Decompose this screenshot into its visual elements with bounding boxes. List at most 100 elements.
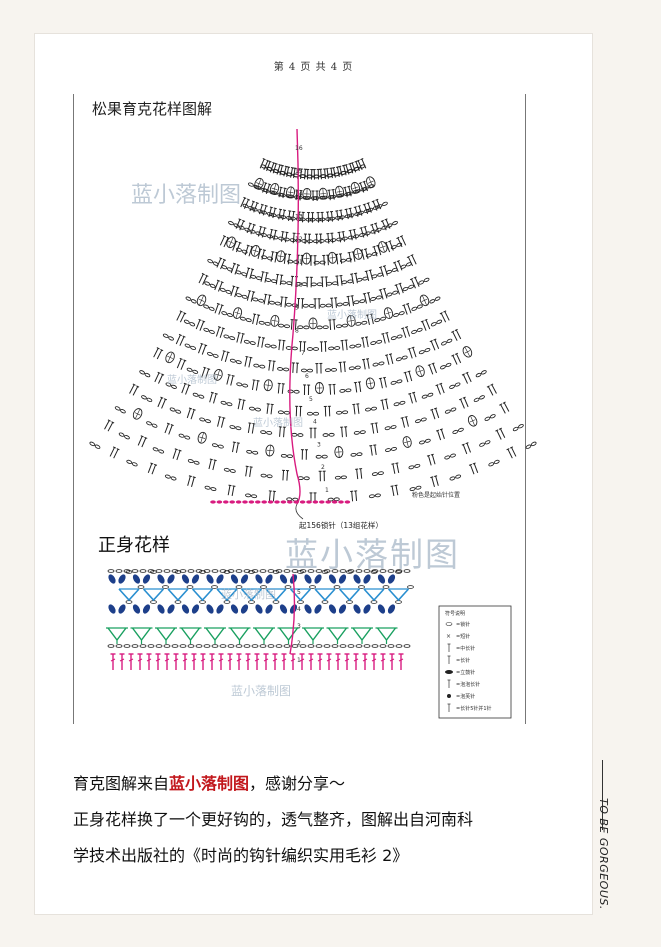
chain-stitch bbox=[286, 281, 293, 286]
chain-stitch bbox=[344, 192, 351, 196]
stitch-symbol bbox=[237, 398, 246, 411]
double-crochet bbox=[383, 288, 388, 299]
body-bobble-stitch bbox=[132, 574, 141, 584]
stitch-symbol bbox=[327, 172, 340, 178]
double-crochet bbox=[272, 491, 275, 502]
stitch-symbol bbox=[429, 338, 440, 351]
body-chain bbox=[243, 569, 251, 573]
body-watermark-mid: 蓝小落制图 bbox=[221, 588, 276, 601]
double-crochet bbox=[399, 283, 404, 294]
stitch-symbol bbox=[268, 300, 281, 306]
chain-stitch bbox=[336, 302, 343, 307]
chain-stitch bbox=[327, 195, 334, 199]
chain-stitch bbox=[328, 432, 335, 437]
chain-stitch bbox=[297, 325, 304, 330]
double-crochet bbox=[280, 296, 283, 308]
chain-stitch bbox=[348, 213, 355, 218]
stitch-symbol bbox=[230, 285, 240, 298]
body-bobble-stitch bbox=[230, 604, 239, 614]
stitch-symbol bbox=[324, 367, 338, 373]
double-crochet bbox=[329, 384, 332, 395]
double-crochet bbox=[282, 340, 285, 351]
stitch-symbol bbox=[430, 319, 443, 327]
chain-stitch bbox=[488, 462, 495, 467]
chain-stitch bbox=[221, 311, 228, 316]
chain-stitch bbox=[326, 281, 333, 286]
foundation-chain bbox=[331, 500, 338, 504]
double-crochet bbox=[401, 235, 407, 246]
chain-stitch bbox=[241, 294, 248, 299]
body-chain bbox=[139, 569, 147, 573]
chain-stitch bbox=[306, 347, 314, 351]
foundation-chain bbox=[338, 500, 344, 504]
double-crochet bbox=[284, 297, 287, 308]
chain-stitch bbox=[164, 474, 171, 479]
double-crochet bbox=[430, 340, 436, 351]
chain-stitch bbox=[324, 238, 331, 243]
legend-item: =泡泡长针 bbox=[447, 679, 480, 688]
stitch-symbol bbox=[243, 339, 256, 345]
chain-stitch bbox=[320, 174, 327, 178]
chain-stitch bbox=[193, 460, 200, 465]
chain-stitch bbox=[356, 277, 363, 282]
chain-stitch bbox=[225, 289, 232, 294]
double-crochet bbox=[365, 337, 369, 348]
body-shell-stitch bbox=[338, 588, 361, 602]
chain-stitch bbox=[192, 369, 199, 374]
stitch-symbol bbox=[220, 350, 230, 362]
stitch-symbol bbox=[297, 476, 310, 481]
chain-stitch bbox=[408, 465, 415, 470]
chain-stitch bbox=[390, 447, 397, 451]
double-crochet bbox=[456, 353, 462, 364]
double-crochet bbox=[251, 423, 255, 434]
chain-stitch bbox=[479, 442, 485, 447]
chain-stitch bbox=[319, 260, 326, 265]
chain-stitch bbox=[347, 279, 354, 284]
stitch-symbol bbox=[154, 371, 165, 384]
double-crochet bbox=[164, 423, 169, 434]
chain-stitch bbox=[220, 400, 227, 405]
double-crochet bbox=[286, 470, 289, 481]
stitch-symbol bbox=[186, 367, 199, 374]
stitch-symbol bbox=[204, 485, 217, 492]
double-crochet bbox=[260, 271, 264, 282]
stitch-symbol bbox=[395, 355, 408, 362]
figure-frame-right bbox=[525, 94, 526, 724]
stitch-symbol bbox=[260, 232, 273, 239]
chain-stitch bbox=[449, 476, 456, 481]
chain-stitch bbox=[206, 351, 213, 356]
stitch-symbol bbox=[462, 346, 473, 358]
stitch-symbol bbox=[263, 379, 273, 392]
stitch-symbol bbox=[215, 326, 225, 338]
body-chain bbox=[371, 644, 379, 648]
stitch-symbol bbox=[467, 415, 478, 427]
stitch-symbol bbox=[390, 242, 403, 250]
double-crochet bbox=[176, 450, 181, 461]
stitch-symbol bbox=[385, 447, 397, 452]
chain-stitch bbox=[350, 452, 357, 457]
chain-stitch bbox=[489, 414, 496, 419]
stitch-symbol bbox=[419, 438, 431, 445]
chain-stitch bbox=[354, 189, 361, 194]
chain-stitch bbox=[353, 234, 360, 239]
stitch-symbol bbox=[335, 274, 343, 287]
stitch-symbol bbox=[326, 281, 339, 286]
stitch-symbol bbox=[360, 336, 369, 348]
double-crochet bbox=[283, 253, 287, 264]
double-crochet bbox=[333, 384, 336, 395]
body-chain bbox=[139, 644, 147, 648]
body-shell-stitch bbox=[118, 588, 140, 602]
double-crochet bbox=[246, 223, 251, 234]
stitch-symbol bbox=[449, 382, 461, 389]
chain-stitch bbox=[341, 280, 348, 285]
stitch-symbol bbox=[409, 485, 422, 492]
cluster-stitch bbox=[314, 382, 324, 394]
double-crochet bbox=[272, 361, 275, 372]
yoke-row-number: 16 bbox=[295, 145, 303, 152]
chain-stitch bbox=[421, 394, 428, 399]
double-crochet bbox=[270, 404, 273, 415]
yoke-row-number: 4 bbox=[313, 419, 317, 426]
chain-stitch bbox=[390, 380, 397, 385]
double-crochet bbox=[129, 384, 135, 394]
legend-label: =长针 bbox=[456, 657, 470, 664]
